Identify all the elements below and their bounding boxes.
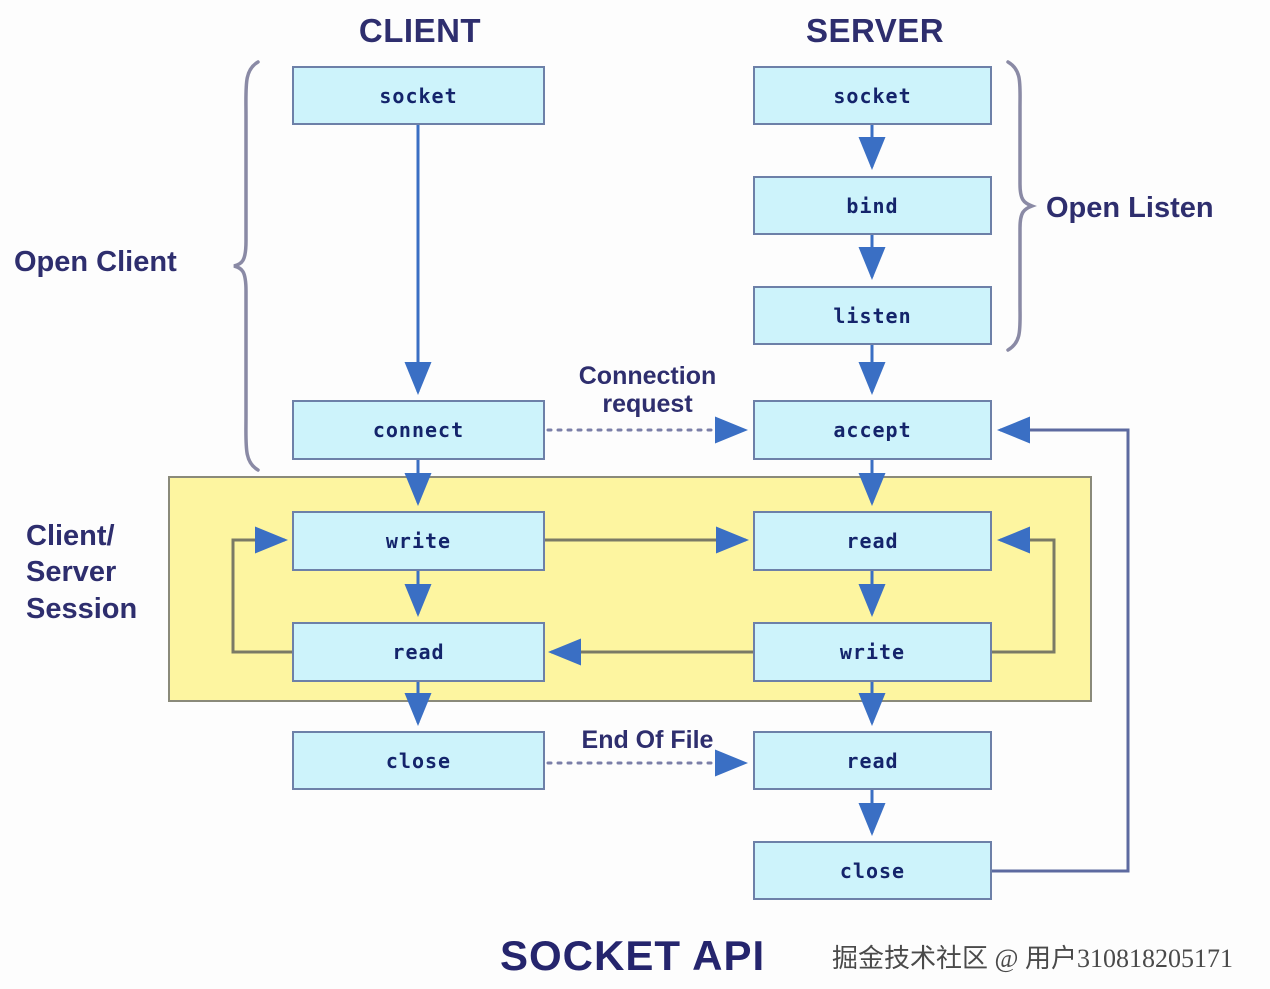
node-client-read[interactable]: read [292,622,545,682]
node-server-accept[interactable]: accept [753,400,992,460]
node-client-connect[interactable]: connect [292,400,545,460]
edge-label-connection-request: Connection request [578,362,717,418]
group-label-client-server-session: Client/ Server Session [26,520,138,625]
node-client-socket[interactable]: socket [292,66,545,125]
node-server-close[interactable]: close [753,841,992,900]
group-label-open-listen: Open Listen [1046,192,1214,224]
page-title: SOCKET API [500,932,766,979]
node-server-write[interactable]: write [753,622,992,682]
node-client-close[interactable]: close [292,731,545,790]
node-server-read-eof[interactable]: read [753,731,992,790]
group-label-open-client: Open Client [14,246,177,278]
node-server-bind[interactable]: bind [753,176,992,235]
watermark: 掘金技术社区 @ 用户310818205171 [832,944,1233,973]
brace-open-client [233,60,260,472]
brace-open-listen [1006,60,1037,352]
node-client-write[interactable]: write [292,511,545,571]
node-server-listen[interactable]: listen [753,286,992,345]
column-title-client: CLIENT [358,12,482,49]
edge-label-end-of-file: End Of File [581,726,714,754]
node-server-socket[interactable]: socket [753,66,992,125]
column-title-server: SERVER [805,12,945,49]
node-server-read[interactable]: read [753,511,992,571]
